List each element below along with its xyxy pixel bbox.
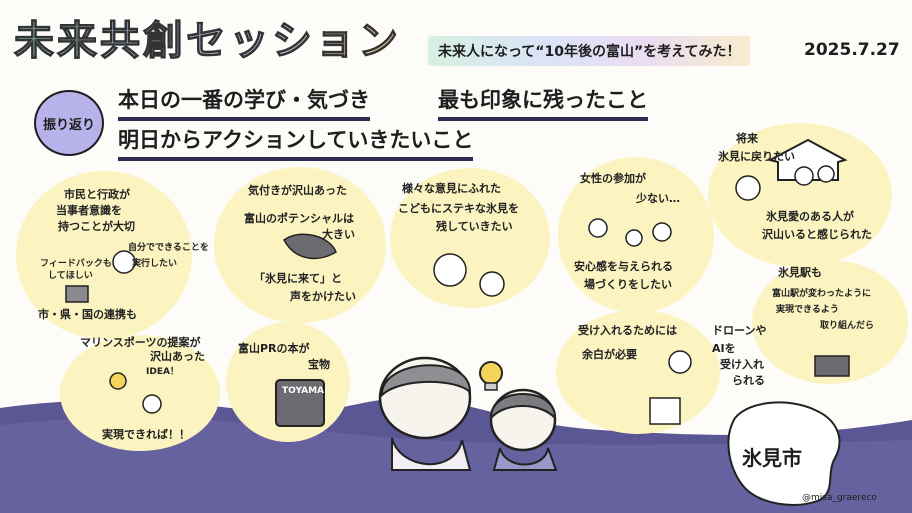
person-icon-1	[588, 218, 608, 238]
child-face-icon	[479, 271, 505, 297]
person-icon-6	[817, 165, 835, 183]
person-icon-7	[112, 250, 136, 274]
note-text: 富山駅が変わったように	[772, 289, 872, 299]
note-text: 富山のポテンシャルは	[244, 212, 354, 225]
person-icon-2	[625, 229, 643, 247]
note-text: 受け入れ	[720, 358, 764, 371]
person-icon-5	[794, 166, 814, 186]
note-text: 様々な意見にふれた	[402, 182, 501, 195]
note-text: 大きい	[322, 228, 355, 241]
date-label: 2025.7.27	[804, 40, 900, 60]
person-icon-4	[735, 175, 761, 201]
note-text: 声をかけたい	[290, 290, 356, 303]
child-hair	[489, 393, 557, 421]
note-text: 沢山あった	[150, 350, 205, 363]
note-text: 実現できるよう	[776, 305, 839, 315]
note-text: 余白が必要	[582, 348, 637, 361]
bubble-5	[708, 123, 892, 267]
note-text: 氷見に戻りたい	[718, 150, 795, 163]
bubble-3	[390, 168, 550, 308]
adult-hair	[380, 364, 472, 398]
note-text: 持つことが大切	[58, 220, 135, 233]
note-text: フィードバックも	[40, 259, 112, 269]
note-text: 実現できれば！！	[102, 428, 190, 441]
note-text: 将来	[736, 132, 758, 145]
box-icon	[65, 285, 89, 303]
note-text: 安心感を与えられる	[574, 260, 673, 273]
toyama-map-icon	[283, 233, 337, 260]
note-text: してほしい	[48, 271, 93, 281]
pot-icon	[814, 355, 850, 377]
person-icon-3	[652, 222, 672, 242]
note-text: 取り組んだら	[820, 321, 875, 331]
note-text: 氷見駅も	[778, 266, 822, 279]
note-text: 市民と行政が	[64, 188, 130, 201]
page-subtitle: 未来人になって“10年後の富山”を考えてみた！	[428, 36, 751, 66]
lightbulb-icon	[479, 361, 503, 385]
himi-map-shape	[727, 401, 841, 506]
lightbulb-base	[484, 382, 498, 391]
note-text: 「氷見に来て」と	[254, 272, 342, 285]
bubble-6	[60, 335, 220, 451]
bubble-9	[752, 260, 908, 384]
toyama-book-label: TOYAMA	[282, 386, 325, 396]
note-text: 残していきたい	[436, 220, 513, 233]
person-icon-8	[142, 394, 162, 414]
woman-face-icon	[433, 253, 467, 287]
note-text: 実行したい	[132, 259, 178, 269]
block-stack-icon	[649, 397, 681, 425]
heading-learning: 本日の一番の学び・気づき	[118, 84, 370, 121]
heading-action: 明日からアクションしていきたいこと	[118, 124, 474, 161]
child-body	[492, 447, 558, 471]
bubble-1	[16, 171, 192, 339]
note-text: 場づくりをしたい	[584, 278, 672, 291]
note-text: 受け入れるためには	[578, 324, 677, 337]
note-text: IDEA！	[146, 367, 179, 377]
person-icon-9	[668, 350, 692, 374]
page-title: 未来共創セッション	[13, 8, 401, 66]
note-text: られる	[732, 374, 765, 387]
note-text: 沢山いると感じられた	[762, 228, 872, 241]
note-text: こどもにステキな氷見を	[398, 202, 519, 215]
note-text: AIを	[712, 342, 736, 355]
lightbulb-small-icon	[109, 372, 127, 390]
note-text: 宝物	[308, 358, 330, 371]
heading-impression: 最も印象に残ったこと	[438, 84, 648, 121]
note-text: 少ない…	[636, 192, 680, 205]
reflection-badge: 振り返り	[34, 90, 104, 156]
toyama-book-icon	[275, 379, 325, 427]
note-text: 自分でできることを	[128, 243, 209, 253]
note-text: 富山PRの本が	[238, 342, 310, 355]
note-text: マリンスポーツの提案が	[80, 336, 201, 349]
note-text: 市・県・国の連携も	[38, 308, 137, 321]
himi-city-label: 氷見市	[742, 446, 802, 470]
note-text: 氷見愛のある人が	[766, 210, 854, 223]
note-text: 女性の参加が	[580, 172, 646, 185]
artist-credit: @misa_graereco	[802, 493, 877, 503]
note-text: ドローンや	[712, 324, 767, 337]
reflection-badge-label: 振り返り	[42, 117, 95, 133]
adult-body	[391, 437, 472, 471]
note-text: 当事者意識を	[56, 204, 122, 217]
note-text: 気付きが沢山あった	[248, 184, 347, 197]
